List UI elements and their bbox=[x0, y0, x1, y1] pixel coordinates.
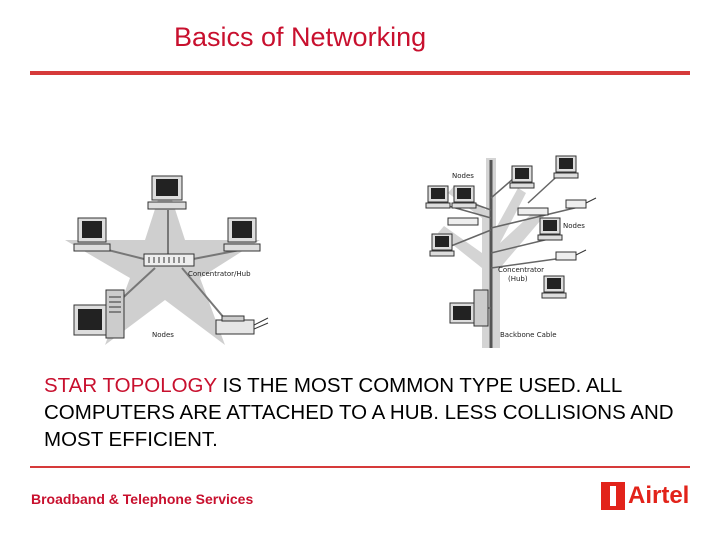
computer-icon-right bbox=[223, 217, 261, 252]
slide-caption: STAR TOPOLOGY IS THE MOST COMMON TYPE US… bbox=[44, 372, 684, 453]
caption-highlight: STAR TOPOLOGY bbox=[44, 374, 217, 397]
bottom-divider bbox=[30, 466, 690, 468]
tree-printer-icon-1 bbox=[565, 197, 597, 209]
tree-computer-icon-6 bbox=[537, 217, 563, 241]
tree-computer-icon-3 bbox=[429, 233, 455, 257]
computer-icon-left bbox=[73, 217, 111, 252]
tree-hub-icon-2 bbox=[517, 207, 549, 216]
footer-tagline: Broadband & Telephone Services bbox=[31, 491, 254, 507]
tree-computer-icon-2 bbox=[451, 185, 477, 209]
star-topology-diagram: Concentrator/Hub Nodes bbox=[60, 160, 290, 350]
hub-label: Concentrator/Hub bbox=[188, 270, 251, 278]
tree-computer-icon-7 bbox=[541, 275, 567, 299]
top-divider bbox=[30, 71, 690, 75]
tree-hub-icon-1 bbox=[447, 217, 479, 226]
tree-nodes-label-right: Nodes bbox=[563, 222, 585, 230]
tree-server-icon bbox=[449, 289, 489, 327]
caption-body: IS THE MOST COMMON TYPE USED. ALL COMPUT… bbox=[44, 374, 674, 451]
airtel-logo: Airtel bbox=[601, 481, 689, 511]
tree-printer-icon-2 bbox=[555, 249, 587, 261]
tree-computer-icon-1 bbox=[425, 185, 451, 209]
hub-icon bbox=[143, 253, 195, 267]
computer-icon-top bbox=[147, 175, 187, 210]
airtel-logo-text: Airtel bbox=[628, 482, 690, 509]
backbone-label: Backbone Cable bbox=[500, 331, 557, 339]
tree-nodes-label-top: Nodes bbox=[452, 172, 474, 180]
airtel-logo-mark bbox=[601, 482, 625, 510]
tree-computer-icon-4 bbox=[509, 165, 535, 189]
printer-icon bbox=[215, 315, 269, 335]
tree-topology-diagram: Nodes Nodes Concentrator (Hub) Backbone … bbox=[418, 148, 608, 353]
tree-hub-label-line1: Concentrator bbox=[498, 266, 544, 274]
server-icon bbox=[73, 289, 125, 339]
slide-title: Basics of Networking bbox=[174, 22, 427, 52]
tree-computer-icon-5 bbox=[553, 155, 579, 179]
tree-hub-label-line2: (Hub) bbox=[508, 275, 528, 283]
nodes-label: Nodes bbox=[152, 331, 174, 339]
